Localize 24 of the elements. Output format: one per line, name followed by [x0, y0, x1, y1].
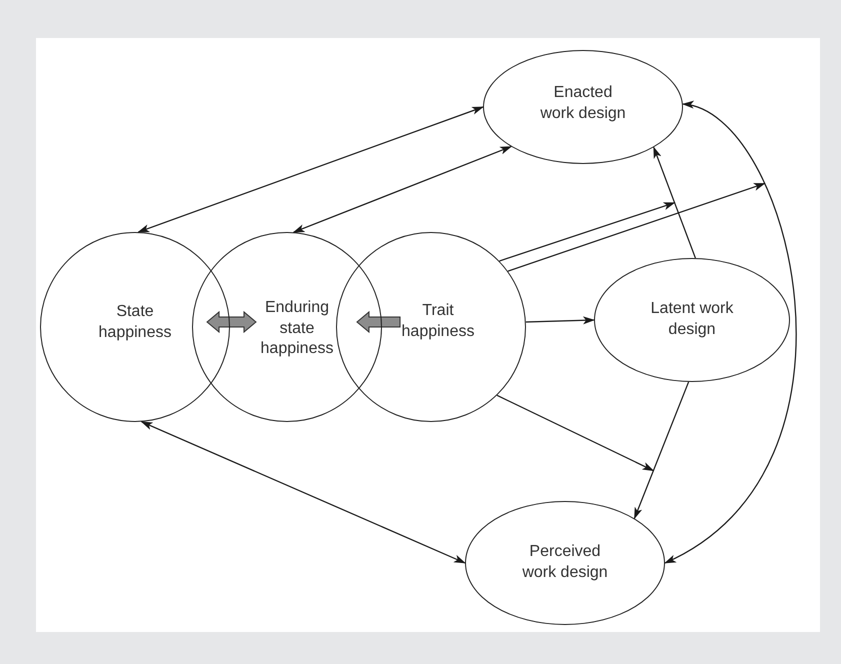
arrow [140, 421, 466, 564]
arrow [137, 106, 484, 233]
arrow [292, 146, 512, 233]
ellipse-node [465, 501, 665, 625]
arrow [526, 316, 595, 324]
node-label: Trait happiness [400, 301, 476, 342]
arrow [653, 146, 696, 258]
node-label: Enduring state happiness [260, 298, 334, 360]
node-label: Perceived work design [521, 542, 609, 583]
node-label: Latent work design [650, 299, 734, 340]
circle-node [192, 232, 382, 422]
node-label: State happiness [98, 302, 172, 343]
arrow [496, 394, 654, 472]
arrow [499, 202, 676, 262]
arrow [634, 382, 690, 520]
node-label: Enacted work design [539, 83, 627, 124]
block-arrow [356, 310, 401, 334]
ellipse-node [594, 258, 790, 382]
arrow [664, 103, 796, 564]
circle-node [40, 232, 230, 422]
block-arrow [206, 310, 257, 334]
ellipse-node [483, 50, 683, 164]
circle-node [336, 232, 526, 422]
arrow [508, 182, 766, 272]
